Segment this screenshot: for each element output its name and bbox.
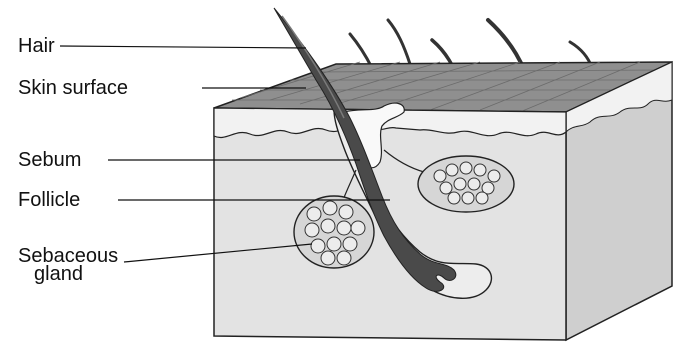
label-sebum: Sebum	[18, 150, 81, 170]
label-hair: Hair	[18, 36, 55, 56]
surface-hair-2	[388, 20, 410, 64]
label-follicle: Follicle	[18, 190, 80, 210]
surface-hair-1	[350, 34, 372, 68]
label-skin-surface: Skin surface	[18, 78, 128, 98]
label-sebaceous-gland-line2: gland	[34, 264, 83, 284]
leader-line-hair	[60, 46, 306, 48]
